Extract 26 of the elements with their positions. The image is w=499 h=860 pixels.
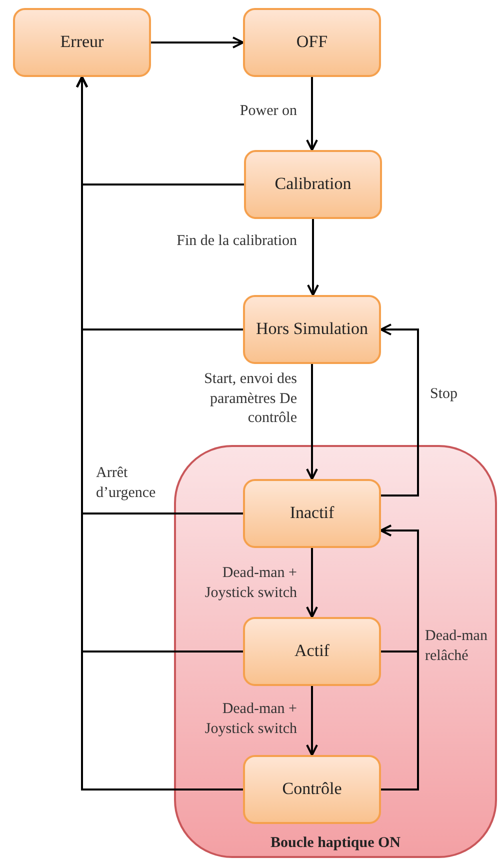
arrow xyxy=(151,36,244,48)
arrow xyxy=(306,686,318,756)
state-box: Actif xyxy=(243,617,381,686)
arrow xyxy=(307,219,319,296)
edge-label: Fin de la calibration xyxy=(176,232,297,251)
edge-label: Dead-man relâché xyxy=(425,627,488,666)
state-box: Erreur xyxy=(13,8,151,77)
arrow xyxy=(306,77,318,151)
state-box: Contrôle xyxy=(243,755,381,824)
edge-label: Stop xyxy=(430,385,458,404)
arrow xyxy=(380,524,419,790)
group-title: Boucle haptique ON xyxy=(270,835,401,852)
state-box: Calibration xyxy=(244,150,382,219)
arrow xyxy=(306,548,318,618)
arrow xyxy=(380,324,419,496)
edge-label: Dead-man + Joystick switch xyxy=(204,564,297,602)
arrow xyxy=(306,364,318,480)
edge-label: Dead-man + Joystick switch xyxy=(204,700,297,738)
arrow xyxy=(76,76,243,790)
group-region xyxy=(174,445,497,858)
edge-label: Arrêt d’urgence xyxy=(96,464,157,502)
state-box: Hors Simulation xyxy=(243,295,381,364)
state-box: Inactif xyxy=(243,479,381,548)
edge-label: Power on xyxy=(240,102,297,121)
edge-label: Start, envoi des paramètres De contrôle xyxy=(203,370,297,428)
state-box: OFF xyxy=(243,8,381,77)
